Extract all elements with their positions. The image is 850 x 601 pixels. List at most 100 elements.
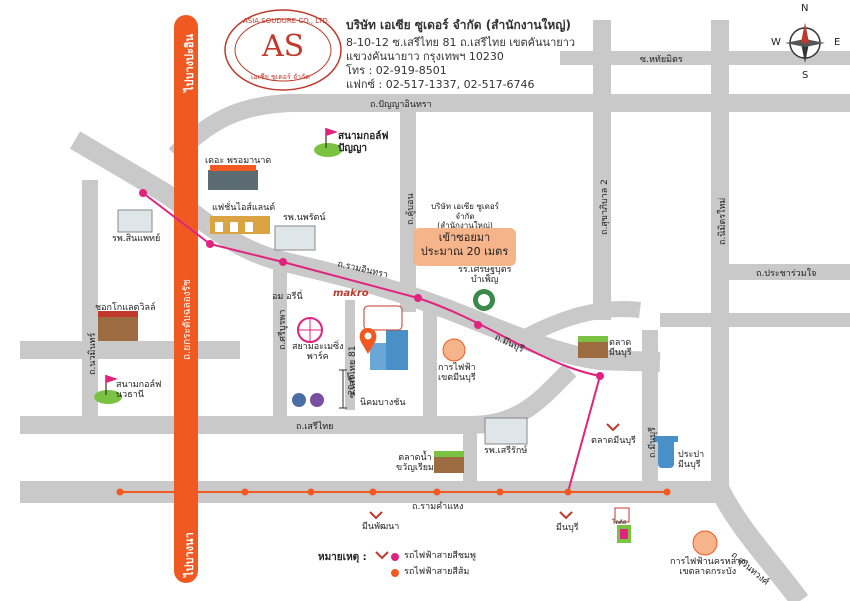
pink-station [279,258,287,266]
bank-icon [292,393,324,407]
road-label-sukha: ถ.สุขาภิบาล 2 [600,179,610,235]
company-fax: แฟกซ์ : 02-517-1337, 02-517-6746 [346,78,535,91]
poi-min-buri-station: มีนบุรี [556,523,579,533]
highway-label-mid: ถ.ยกระดับฉลองรัช [182,279,193,360]
poi-pea-min-buri: การไฟฟ้าเขตมีนบุรี [438,363,476,384]
company-logo-ring-top: ASIA SOUDURE CO., LTD. [243,17,331,25]
poi-fashion-island: แฟชั่นไอส์แลนด์ [212,203,276,213]
poi-siam-amazing: สยามอะเมซิ่งพาร์ค [292,342,344,363]
highway-label-top: ไปบางปะอิน [183,33,196,92]
callout-company: บริษัท เอเซีย ซูเดอร์ จำกัด (สำนักงานใหญ… [423,202,507,231]
poi-water: ประปามีนบุรี [678,450,705,471]
poi-amorn: อม อรีนี่ [272,292,303,302]
pink-line-stations [139,189,604,380]
company-logo-ring-bottom: เอเชีย ซูเดอร์ จำกัด [251,73,310,81]
poi-pea-lat-krabang: การไฟฟ้านครหลวงเขตลาดกระบัง [670,557,746,578]
ferris-wheel-icon [297,317,323,343]
highway-label-bottom: ไปบางนา [183,532,196,577]
golf-icon [314,128,342,157]
company-logo [224,9,342,91]
pink-station [206,240,214,248]
compass-s: S [802,70,809,81]
road-panya-intra [168,94,850,162]
legend-orange-label: รถไฟฟ้าสายสีส้ม [404,567,470,577]
poi-golf-navatanee: สนามกอล์ฟนวธานี [116,380,162,401]
building-icon [98,165,528,445]
road-seri-thai [20,363,577,434]
road-label-prachaa: ถ.ประชาร่วมใจ [756,269,817,279]
callout-company-name: บริษัท เอเซีย ซูเดอร์ จำกัด [431,202,499,221]
poi-min-phatthana: มีนพัฒนา [362,522,400,532]
legend-title: หมายเหตุ : [318,552,367,563]
orange-station [433,488,441,496]
callout-directions: เข้าซอยมา ประมาณ 20 เมตร [413,228,516,266]
poi-khwan-riam: ตลาดน้ำขวัญเรียม [396,453,434,474]
orange-station [307,488,315,496]
road-suwinthawong [711,485,809,601]
legend-markers [391,553,399,577]
market-icon [434,336,608,473]
golf-icon [94,375,122,404]
road-ram-intra-ne [516,300,641,348]
pea-icon [442,338,718,556]
orange-station [116,488,124,496]
callout-company-branch: (สำนักงานใหญ่) [437,221,493,231]
poi-nikhom: นิคมบางชัน [360,398,406,408]
compass-n: N [801,3,809,14]
road-label-siburapha: ถ.ศรีบูรพา [278,309,288,350]
company-building-icon [363,305,408,370]
compass-rose [785,23,825,63]
poi-nopparat: รพ.นพรัตน์ [283,213,326,223]
poi-promenade: เดอะ พรอมานาด [205,156,272,166]
location-pin-icon [359,328,377,354]
orange-station [496,488,504,496]
compass-w: W [771,37,781,48]
callout-line2: ประมาณ 20 เมตร [420,244,509,258]
orange-station [369,488,377,496]
poi-serirak: รพ.เสรีรักษ์ [484,446,528,456]
road-label-khubon: ถ.คู้บอน [406,193,416,225]
road-label-hathai: ซ.หทัยมิตร [640,55,683,65]
company-name: บริษัท เอเซีย ซูเดอร์ จำกัด (สำนักงานใหญ… [346,18,571,32]
company-logo-text: AS [262,29,305,64]
pink-station [474,321,482,329]
poi-lotus: โลตัส [612,519,627,526]
pink-station [414,294,422,302]
poi-min-buri-market: ตลาดมีนบุรี [609,338,632,359]
road-label-nawamin: ถ.นวมินทร์ [88,332,98,375]
orange-station [663,488,671,496]
road-label-serithai: ถ.เสรีไทย [296,422,334,432]
poi-school: รร.เศรษฐบุตรบำเพ็ญ [458,265,512,286]
road-label-panya: ถ.ปัญญาอินทรา [370,100,432,110]
legend-pink-dot [391,553,399,561]
company-phone: โทร : 02-919-8501 [346,64,447,77]
road-label-min-buri-south: ถ.มีนบุรี [648,427,658,458]
pink-line-route [142,192,602,493]
school-icon [473,289,495,311]
orange-station [241,488,249,496]
callout-line1: เข้าซอยมา [438,231,491,244]
lotus-store-icon [614,507,631,543]
orange-line-stations [116,488,671,496]
compass-e: E [834,37,841,48]
water-tank-icon [654,436,678,468]
highway-chalong-rat [174,15,198,583]
pink-station [139,189,147,197]
poi-sinphaet: รพ.สินแพทย์ [112,234,161,244]
legend-orange-dot [391,569,399,577]
road-label-ramkhamhaeng: ถ.รามคำแหง [412,502,464,512]
road-label-nimit: ถ.นิมิตรใหม่ [718,197,728,245]
poi-chocolate-ville: ชอกโกแลตวิลล์ [95,303,156,313]
distance-marker [339,369,347,409]
distance-label: 20 m [347,374,356,395]
company-address-2: แขวงคันนายาว กรุงเทพฯ 10230 [346,50,504,63]
poi-makro: makro [333,288,369,299]
poi-golf-panya: สนามกอล์ฟปัญญา [338,131,389,154]
poi-min-buri-market-station: ตลาดมีนบุรี [591,436,636,446]
train-station-icon [369,423,620,560]
company-address-1: 8-10-12 ซ.เสรีไทย 81 ถ.เสรีไทย เขตคันนาย… [346,36,576,49]
pink-station [596,372,604,380]
orange-station [564,488,572,496]
legend-pink-label: รถไฟฟ้าสายสีชมพู [404,551,476,561]
